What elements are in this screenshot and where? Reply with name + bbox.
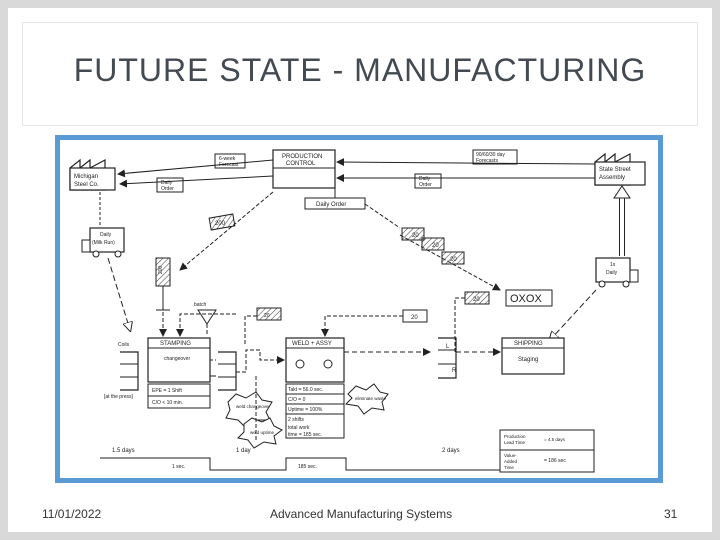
svg-text:Lead Time: Lead Time: [504, 440, 526, 445]
svg-text:90/60/30 day: 90/60/30 day: [476, 152, 505, 158]
weld-supermarket: [218, 351, 237, 391]
svg-text:Time: Time: [504, 465, 514, 470]
svg-text:weld uptime: weld uptime: [250, 430, 275, 435]
svg-text:Added: Added: [504, 459, 518, 464]
customer-label-2: Assembly: [599, 175, 625, 181]
svg-text:(Milk Run): (Milk Run): [92, 240, 115, 246]
finished-goods-supermarket: L R: [438, 337, 457, 379]
svg-text:185 sec.: 185 sec.: [298, 464, 317, 470]
svg-text:[at the press]: [at the press]: [104, 394, 134, 400]
svg-text:20: 20: [411, 315, 418, 321]
svg-text:batch: batch: [194, 302, 206, 308]
footer-date: 11/01/2022: [42, 507, 102, 521]
svg-text:1 day: 1 day: [236, 448, 251, 454]
customer-label-1: State Street: [599, 167, 631, 173]
kanban-200: 200: [208, 213, 236, 231]
svg-text:Daily Order: Daily Order: [316, 202, 346, 208]
svg-text:Uptime = 100%: Uptime = 100%: [288, 407, 323, 413]
kanban-20-center: 20: [402, 309, 428, 323]
svg-text:EPE = 1 Shift: EPE = 1 Shift: [152, 388, 182, 394]
svg-text:changeover: changeover: [164, 356, 190, 362]
production-control-label-2: CONTROL: [286, 161, 316, 167]
slide-title: FUTURE STATE - MANUFACTURING: [73, 52, 647, 88]
svg-text:Forecast: Forecast: [219, 162, 239, 168]
svg-text:Forecasts: Forecasts: [476, 158, 498, 164]
svg-text:Coils: Coils: [118, 342, 130, 348]
svg-text:Value-: Value-: [504, 453, 517, 458]
production-control-box: PRODUCTION CONTROL: [272, 149, 336, 189]
svg-text:weld changeover: weld changeover: [236, 404, 271, 409]
svg-text:200: 200: [215, 221, 226, 227]
coils-supermarket: Coils [at the press]: [104, 342, 139, 400]
kaizen-burst-weld-changeover: weld changeover: [225, 391, 273, 429]
svg-text:1x: 1x: [610, 262, 616, 268]
diagram-canvas: [60, 140, 658, 478]
daily-order-center: Daily Order: [304, 197, 366, 210]
svg-text:6-week: 6-week: [219, 156, 236, 162]
svg-text:Production: Production: [504, 434, 526, 439]
svg-text:= 186 sec: = 186 sec: [544, 458, 566, 464]
svg-text:200: 200: [158, 265, 164, 274]
forecast-right: 90/60/30 day Forecasts: [472, 149, 518, 165]
kanban-post: 200: [155, 257, 171, 311]
milk-run-truck: Daily (Milk Run): [81, 227, 125, 258]
weld-process: WELD + ASSY Takt = 56.0 sec. C/O = 0 Upt…: [285, 337, 345, 439]
production-control-label-1: PRODUCTION: [282, 154, 322, 160]
kanban-20-oxox: 20 OXOX: [464, 289, 553, 307]
svg-text:= 4.5 days: = 4.5 days: [544, 437, 566, 442]
svg-text:20: 20: [264, 313, 270, 319]
svg-text:Order: Order: [161, 186, 174, 192]
svg-text:1.5 days: 1.5 days: [112, 448, 135, 454]
kaizen-burst-eliminate: eliminate waste: [344, 383, 389, 415]
kaizen-burst-weld-uptime: weld uptime: [236, 417, 283, 449]
footer-page-number: 31: [664, 507, 678, 521]
timeline: 1.5 days 1 day 2 days 1 sec. 185 sec.: [100, 448, 558, 471]
oxox-label: OXOX: [510, 293, 542, 305]
daily-order-left: Daily Order: [156, 177, 184, 193]
kanban-20-weld: 20: [256, 307, 282, 321]
value-stream-map: Michigan Steel Co. State Street Assembly…: [69, 149, 646, 473]
svg-text:C/O = 0: C/O = 0: [288, 397, 306, 403]
svg-text:2 days: 2 days: [442, 448, 460, 454]
svg-text:20: 20: [473, 297, 480, 303]
svg-text:20: 20: [450, 257, 457, 263]
svg-text:STAMPING: STAMPING: [160, 341, 191, 347]
svg-text:Order: Order: [419, 182, 432, 188]
svg-text:SHIPPING: SHIPPING: [514, 341, 543, 347]
forecast-left: 6-week Forecast: [214, 153, 246, 169]
customer-truck: 1x Daily: [595, 257, 639, 288]
svg-text:2 shifts: 2 shifts: [288, 417, 304, 423]
svg-text:total work: total work: [288, 425, 310, 431]
title-band: [22, 22, 698, 126]
svg-text:C/O < 10 min.: C/O < 10 min.: [152, 400, 183, 406]
batch-signal: batch: [194, 302, 217, 325]
svg-text:Daily: Daily: [100, 232, 112, 238]
stamping-process: STAMPING changeover EPE = 1 Shift C/O < …: [147, 337, 211, 409]
svg-text:WELD + ASSY: WELD + ASSY: [292, 341, 332, 347]
svg-text:1 sec.: 1 sec.: [172, 464, 185, 470]
svg-text:R: R: [452, 368, 457, 374]
summary-box: Production Lead Time = 4.5 days Value- A…: [499, 429, 595, 473]
kanban-20-stack: 20 20 20: [401, 227, 465, 265]
svg-text:Takt = 56.0 sec.: Takt = 56.0 sec.: [288, 387, 323, 393]
svg-text:20: 20: [412, 233, 419, 239]
daily-order-right: Daily Order: [414, 173, 442, 189]
svg-text:L: L: [446, 344, 450, 350]
svg-text:Staging: Staging: [518, 357, 538, 363]
svg-text:Daily: Daily: [161, 180, 173, 186]
shipping-process: SHIPPING Staging: [501, 337, 565, 375]
supplier-factory: Michigan Steel Co.: [69, 158, 116, 191]
customer-factory: State Street Assembly: [594, 152, 646, 186]
svg-text:eliminate waste: eliminate waste: [355, 396, 387, 401]
supplier-label-1: Michigan: [74, 174, 98, 180]
svg-text:Daily: Daily: [606, 270, 618, 276]
supplier-label-2: Steel Co.: [74, 182, 99, 188]
footer-center-text: Advanced Manufacturing Systems: [270, 507, 453, 521]
svg-text:time = 185 sec.: time = 185 sec.: [288, 432, 322, 438]
svg-text:20: 20: [432, 243, 439, 249]
svg-text:Daily: Daily: [419, 176, 431, 182]
